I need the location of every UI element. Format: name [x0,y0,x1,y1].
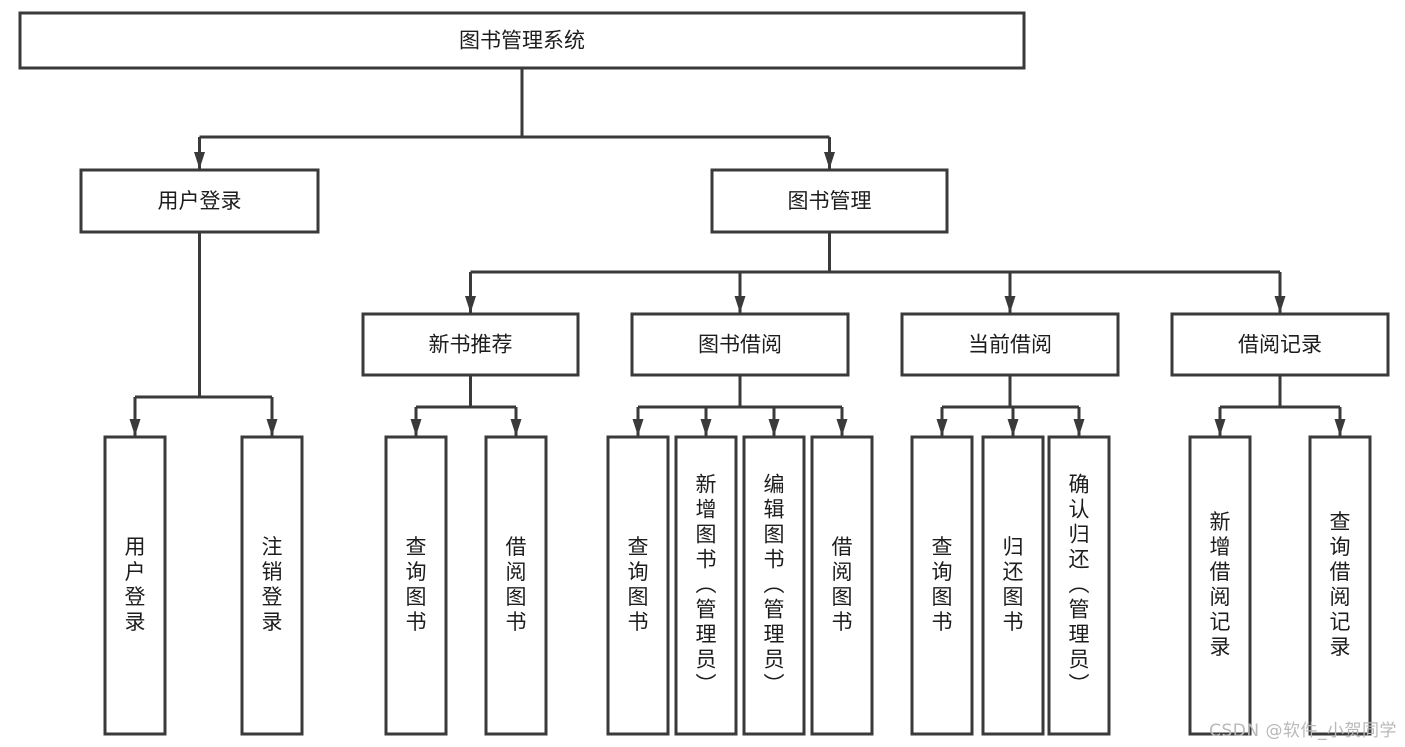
arrow-head [1007,419,1019,436]
node-leaf-query-borrow-record-label: 查询借阅记录 [1330,510,1351,659]
arrow-head [632,419,644,436]
arrow-head [410,419,422,436]
arrow-head [465,296,476,313]
node-leaf-return-book-box[interactable] [981,435,1045,736]
arrow-head [194,152,205,169]
arrow-head [824,152,835,169]
node-leaf-confirm-return-label: 确认归还︵管理员︶ [1069,473,1090,697]
node-current-borrow-label: 当前借阅 [968,333,1052,357]
node-new-book-recommend-box[interactable] [361,312,580,377]
node-leaf-borrow-book-box[interactable] [810,435,874,736]
node-new-book-recommend[interactable]: 新书推荐 [361,312,580,377]
node-root-box[interactable] [18,11,1026,70]
node-leaf-confirm-return-box[interactable] [1047,435,1111,736]
node-leaf-confirm-return[interactable]: 确认归还︵管理员︶ [1047,435,1111,736]
node-new-book-recommend-label: 新书推荐 [429,333,513,357]
node-leaf-add-borrow-record[interactable]: 新增借阅记录 [1188,435,1252,736]
arrow-head [1334,419,1346,436]
arrow-head [129,419,141,436]
node-leaf-logout[interactable]: 注销登录 [240,435,304,736]
node-user-login[interactable]: 用户登录 [79,168,320,234]
connector-layer [129,68,1346,436]
node-leaf-user-login-label: 用户登录 [125,535,146,634]
node-leaf-add-borrow-record-box[interactable] [1188,435,1252,736]
arrow-head [1004,296,1016,313]
node-leaf-edit-book-label: 编辑图书︵管理员︶ [764,473,785,697]
node-borrow-record-box[interactable] [1170,312,1390,377]
arrow-head [266,419,278,436]
node-root[interactable]: 图书管理系统 [18,11,1026,70]
node-leaf-query-book-borrow-box[interactable] [606,435,670,736]
node-user-login-label: 用户登录 [158,189,242,213]
node-leaf-borrow-book-label: 借阅图书 [832,535,853,634]
node-leaf-query-book-recommend[interactable]: 查询图书 [384,435,448,736]
arrow-head [836,419,848,436]
node-leaf-user-login[interactable]: 用户登录 [103,435,167,736]
arrow-head [936,419,948,436]
node-leaf-add-borrow-record-label: 新增借阅记录 [1210,510,1231,659]
node-borrow-record[interactable]: 借阅记录 [1170,312,1390,377]
arrow-head [734,296,746,313]
node-user-login-box[interactable] [79,168,320,234]
arrow-head [1274,296,1286,313]
node-leaf-query-book-current-label: 查询图书 [932,535,953,634]
node-leaf-query-borrow-record[interactable]: 查询借阅记录 [1308,435,1372,736]
node-leaf-edit-book[interactable]: 编辑图书︵管理员︶ [742,435,806,736]
node-leaf-query-borrow-record-box[interactable] [1308,435,1372,736]
node-current-borrow[interactable]: 当前借阅 [900,312,1120,377]
node-book-manage-label: 图书管理 [788,189,872,213]
node-book-borrow-label: 图书借阅 [698,333,782,357]
node-leaf-query-book-current-box[interactable] [910,435,974,736]
node-borrow-record-label: 借阅记录 [1238,333,1322,357]
node-root-label: 图书管理系统 [459,29,585,53]
node-book-borrow-box[interactable] [630,312,850,377]
arrow-head [510,419,522,436]
arrow-head [768,419,780,436]
node-leaf-logout-label: 注销登录 [262,535,283,634]
node-leaf-borrow-book-recommend-box[interactable] [484,435,548,736]
node-book-borrow[interactable]: 图书借阅 [630,312,850,377]
watermark-text: CSDN @软件_小贺同学 [1209,721,1397,741]
node-leaf-query-book-recommend-box[interactable] [384,435,448,736]
node-leaf-user-login-box[interactable] [103,435,167,736]
node-book-manage-box[interactable] [710,168,949,234]
node-leaf-borrow-book-recommend-label: 借阅图书 [506,535,527,634]
node-leaf-return-book-label: 归还图书 [1003,535,1024,634]
node-leaf-query-book-borrow[interactable]: 查询图书 [606,435,670,736]
node-leaf-edit-book-box[interactable] [742,435,806,736]
node-leaf-add-book[interactable]: 新增图书︵管理员︶ [674,435,738,736]
node-leaf-return-book[interactable]: 归还图书 [981,435,1045,736]
node-leaf-query-book-current[interactable]: 查询图书 [910,435,974,736]
node-leaf-query-book-recommend-label: 查询图书 [406,535,427,634]
node-leaf-add-book-box[interactable] [674,435,738,736]
node-leaf-borrow-book[interactable]: 借阅图书 [810,435,874,736]
node-leaf-query-book-borrow-label: 查询图书 [628,535,649,634]
node-book-manage[interactable]: 图书管理 [710,168,949,234]
node-leaf-borrow-book-recommend[interactable]: 借阅图书 [484,435,548,736]
node-current-borrow-box[interactable] [900,312,1120,377]
node-leaf-logout-box[interactable] [240,435,304,736]
arrow-head [700,419,712,436]
node-layer: 图书管理系统用户登录图书管理新书推荐图书借阅当前借阅借阅记录用户登录注销登录查询… [18,11,1390,736]
arrow-head [1214,419,1226,436]
arrow-head [1073,419,1085,436]
node-leaf-add-book-label: 新增图书︵管理员︶ [696,473,717,697]
